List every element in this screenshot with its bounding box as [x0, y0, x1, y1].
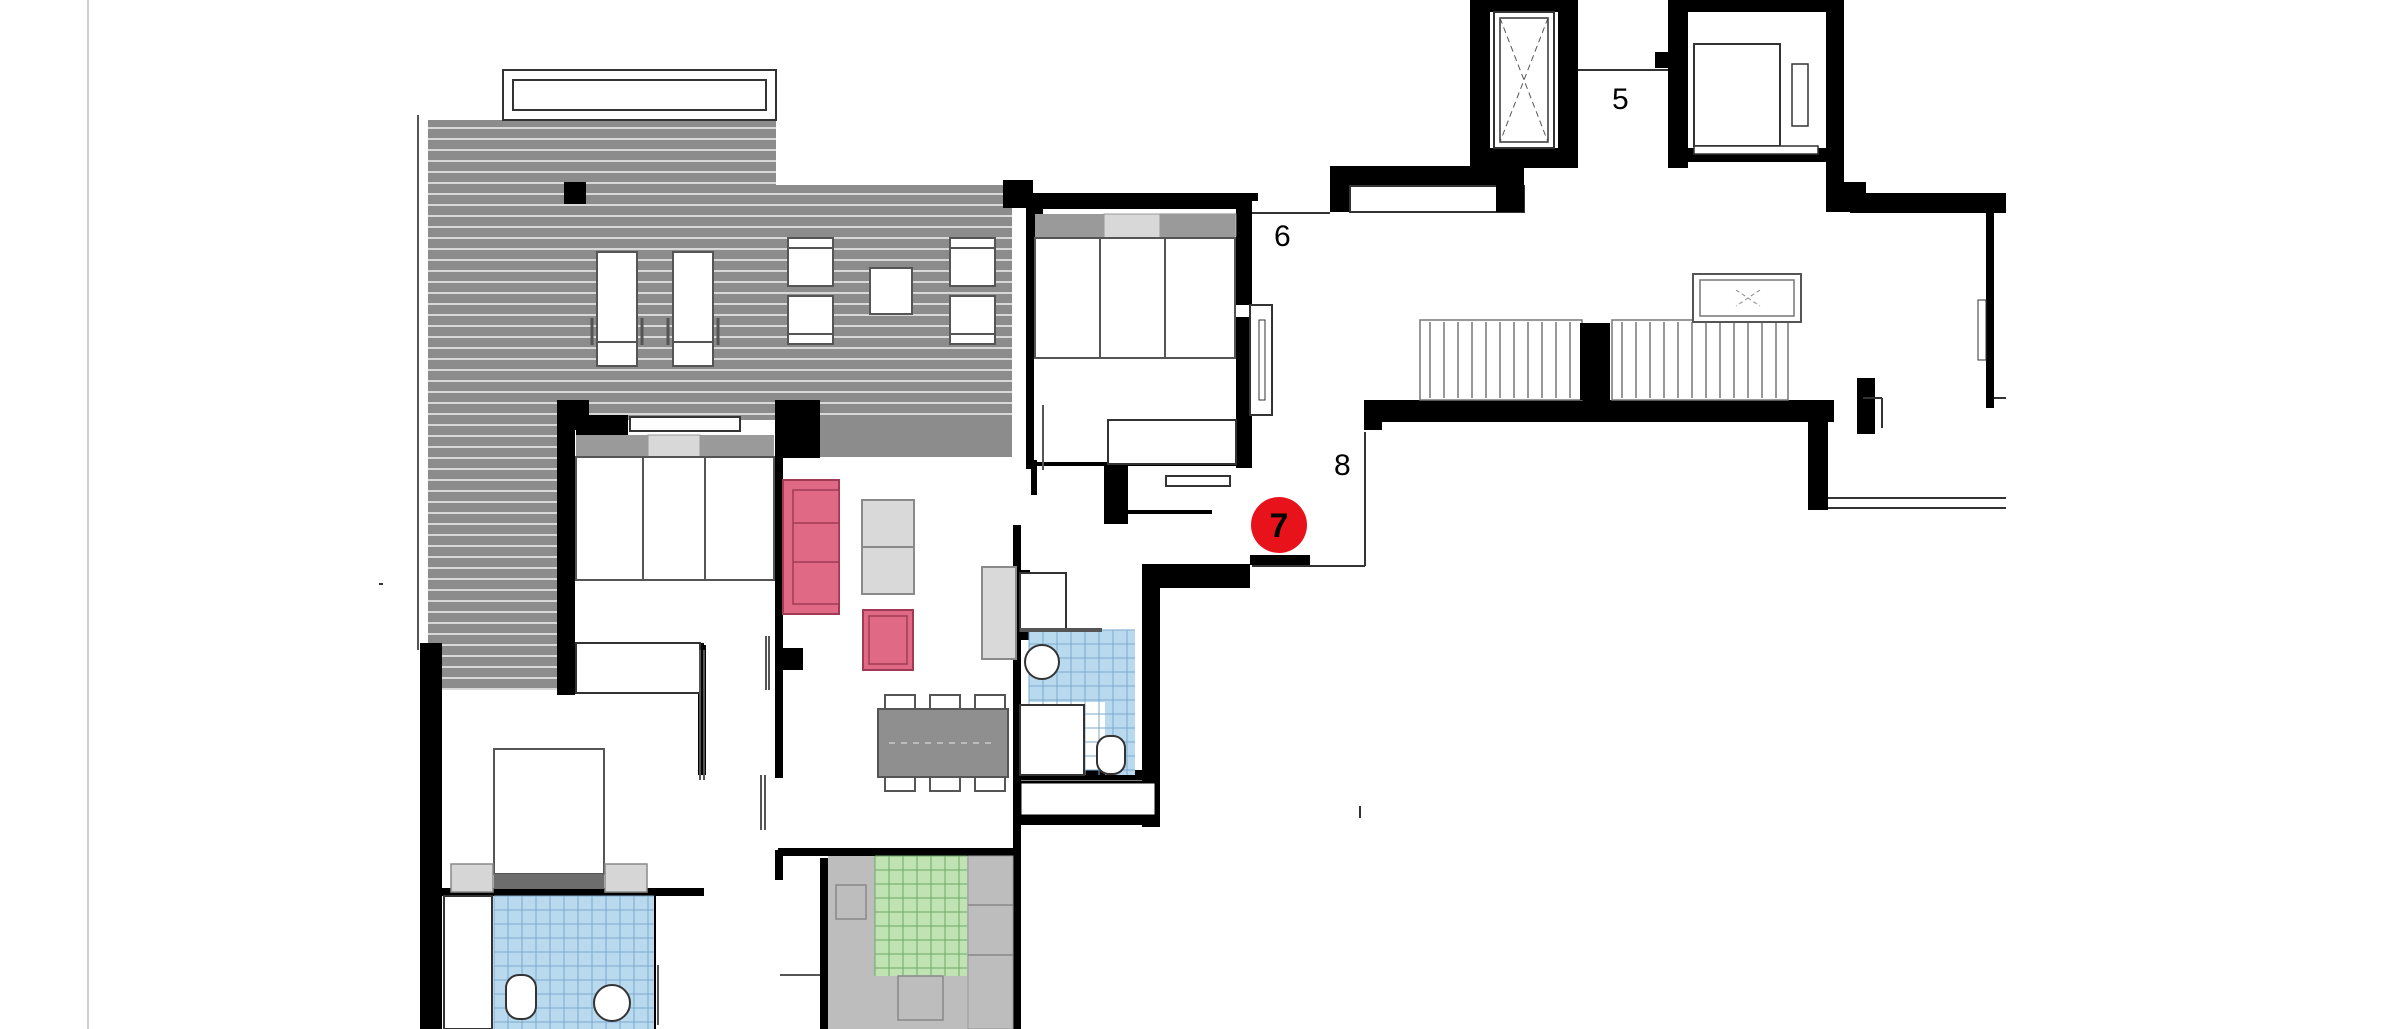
- bathtub: [1019, 704, 1085, 776]
- bed-icon: [575, 456, 775, 581]
- unit-label-8: 8: [1334, 449, 1351, 482]
- unit-label-6: 6: [1274, 220, 1291, 253]
- outdoor-table: [869, 267, 913, 315]
- bedroom-1: [1034, 213, 1237, 487]
- marker-label-7: 7: [1270, 507, 1289, 545]
- armchair-icon: [862, 609, 914, 671]
- elevator-icon: [1693, 43, 1819, 155]
- armchair-icon: [787, 237, 834, 345]
- bed-icon: [493, 748, 605, 889]
- sun-lounger-icon: [666, 251, 720, 367]
- sun-lounger-icon: [590, 251, 644, 367]
- door-icon: [1165, 475, 1231, 487]
- bed-icon: [1034, 237, 1236, 359]
- wardrobe: [575, 642, 701, 694]
- master-bedroom: [450, 650, 820, 976]
- skylight: [1692, 273, 1802, 323]
- apartment-walls: [420, 180, 1310, 1029]
- sofa-icon: [782, 479, 840, 615]
- bathroom-1: [1019, 572, 1135, 776]
- toilet-icon: [505, 974, 537, 1020]
- sink-icon: [1024, 644, 1060, 680]
- sink-icon: [593, 984, 631, 1022]
- location-marker[interactable]: 7: [1251, 497, 1307, 553]
- shower: [443, 895, 493, 1029]
- armchair-icon: [949, 237, 996, 345]
- terrace: [417, 69, 1012, 690]
- common-corridor: [379, 0, 2006, 818]
- staircase-icon: [1419, 319, 1789, 401]
- kitchen: [828, 855, 1014, 1029]
- elevator-icon: [1493, 11, 1555, 149]
- column: [564, 182, 586, 204]
- bathroom-2: [443, 895, 659, 1029]
- wardrobe: [1107, 419, 1237, 465]
- bedroom-2: [575, 434, 775, 694]
- living-room: [782, 479, 1017, 792]
- shower: [1019, 572, 1067, 632]
- tv-cabinet: [981, 566, 1017, 660]
- dining-table-icon: [877, 694, 1009, 792]
- toilet-icon: [1096, 735, 1126, 775]
- unit-label-5: 5: [1612, 83, 1629, 116]
